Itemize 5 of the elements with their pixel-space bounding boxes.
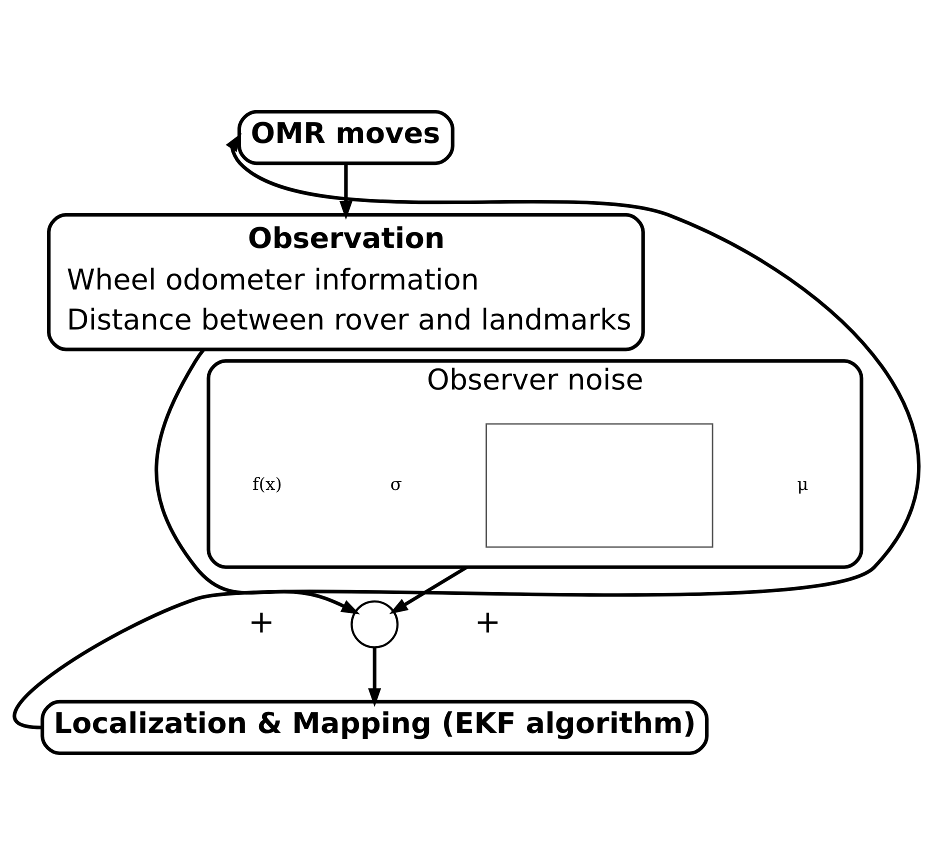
- label: μ: [797, 474, 808, 495]
- label: +: [248, 604, 275, 640]
- label: σ: [390, 474, 402, 495]
- label: f(x): [252, 474, 282, 495]
- label: +: [474, 604, 501, 640]
